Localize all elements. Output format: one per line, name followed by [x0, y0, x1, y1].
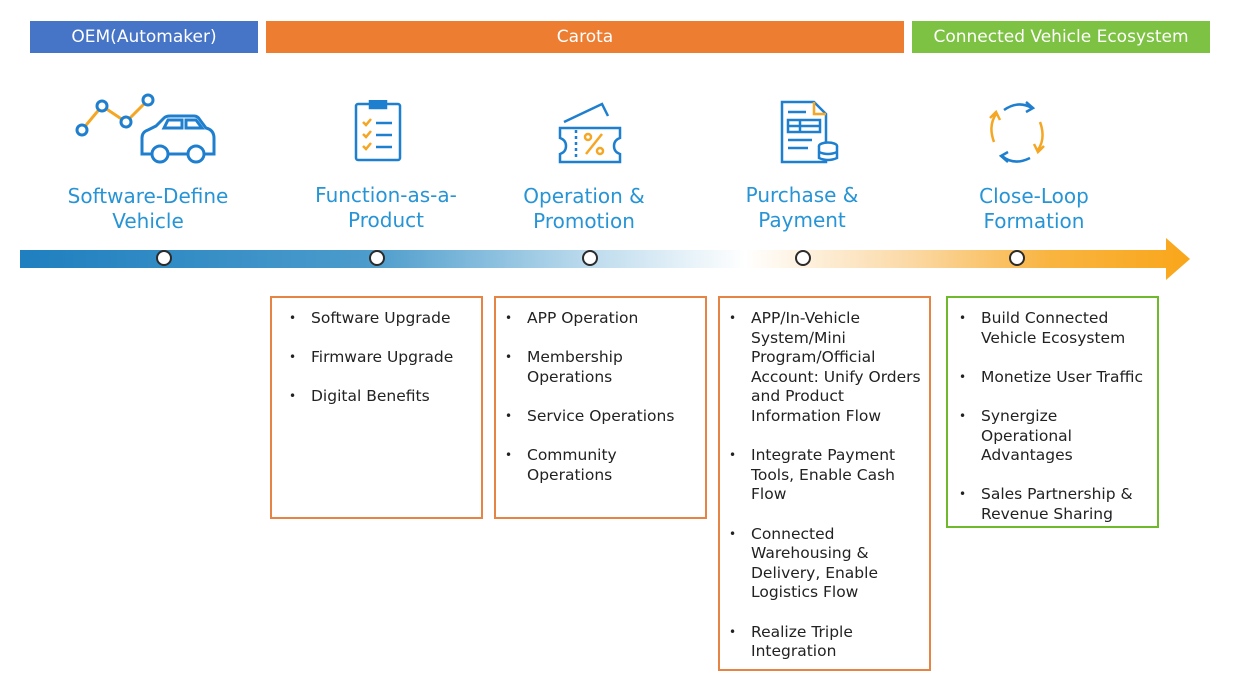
timeline-node [582, 250, 598, 266]
stage-title-line: Software-Define [67, 184, 229, 208]
list-item: Sales Partnership & Revenue Sharing [959, 485, 1153, 524]
stage-title-software-defined-vehicle: Software-Define Vehicle [38, 184, 258, 234]
box-purchase-payment: APP∕In-Vehicle System∕Mini Program∕Offic… [718, 296, 931, 671]
bullet-list: Build Connected Vehicle Ecosystem Moneti… [948, 298, 1157, 525]
stage-title-line: Vehicle [112, 209, 184, 233]
band-carota: Carota [266, 21, 904, 53]
stage-title-operation-promotion: Operation & Promotion [474, 184, 694, 234]
timeline-arrow [20, 238, 1190, 280]
band-connected-ecosystem: Connected Vehicle Ecosystem [912, 21, 1210, 53]
bullet-list: APP Operation Membership Operations Serv… [496, 298, 705, 485]
list-item: Synergize Operational Advantages [959, 407, 1153, 466]
list-item: Service Operations [505, 407, 701, 427]
list-item: Connected Warehousing & Delivery, Enable… [729, 525, 925, 603]
stage-title-line: Operation & [523, 184, 645, 208]
timeline-node [156, 250, 172, 266]
list-item: Integrate Payment Tools, Enable Cash Flo… [729, 446, 925, 505]
stage-title-purchase-payment: Purchase & Payment [692, 183, 912, 233]
list-item: Membership Operations [505, 348, 701, 387]
checklist-icon [354, 100, 402, 162]
box-close-loop-formation: Build Connected Vehicle Ecosystem Moneti… [946, 296, 1159, 528]
discount-ticket-icon [558, 102, 622, 164]
list-item: Firmware Upgrade [289, 348, 475, 368]
stage-title-close-loop-formation: Close-Loop Formation [924, 184, 1144, 234]
stage-title-line: Promotion [533, 209, 635, 233]
list-item: APP∕In-Vehicle System∕Mini Program∕Offic… [729, 309, 925, 427]
box-function-as-a-product: Software Upgrade Firmware Upgrade Digita… [270, 296, 483, 519]
bullet-list: Software Upgrade Firmware Upgrade Digita… [272, 298, 481, 407]
connected-car-icon [75, 93, 216, 164]
timeline-node [369, 250, 385, 266]
stage-title-line: Purchase & [745, 183, 859, 207]
bullet-list: APP∕In-Vehicle System∕Mini Program∕Offic… [720, 298, 929, 662]
list-item: Realize Triple Integration [729, 623, 925, 662]
timeline-node [1009, 250, 1025, 266]
list-item: Monetize User Traffic [959, 368, 1153, 388]
list-item: Digital Benefits [289, 387, 475, 407]
list-item: Build Connected Vehicle Ecosystem [959, 309, 1153, 348]
stage-title-line: Formation [983, 209, 1085, 233]
band-oem: OEM(Automaker) [30, 21, 258, 53]
stage-title-line: Product [348, 208, 424, 232]
box-operation-promotion: APP Operation Membership Operations Serv… [494, 296, 707, 519]
stage-title-function-as-a-product: Function-as-a- Product [276, 183, 496, 233]
cycle-arrows-icon [989, 101, 1045, 163]
list-item: Community Operations [505, 446, 701, 485]
stage-title-line: Close-Loop [979, 184, 1089, 208]
stage-title-line: Payment [758, 208, 846, 232]
invoice-payment-icon [780, 100, 839, 164]
timeline-node [795, 250, 811, 266]
list-item: Software Upgrade [289, 309, 475, 329]
stage-title-line: Function-as-a- [315, 183, 457, 207]
list-item: APP Operation [505, 309, 701, 329]
